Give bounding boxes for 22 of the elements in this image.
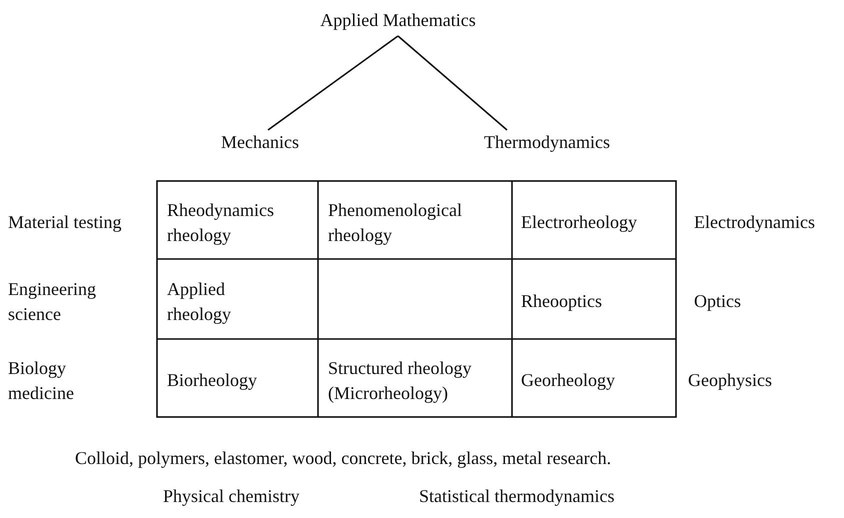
related-discipline: Electrodynamics xyxy=(694,211,815,234)
rheology-field-name: Phenomenological rheology xyxy=(328,199,463,247)
branch-heading: Thermodynamics xyxy=(484,132,610,152)
rheology-field-name: Biorheology xyxy=(167,369,257,392)
rheology-field-name: Structured rheology (Microrheology) xyxy=(328,357,472,405)
rheology-field-name: Georheology xyxy=(521,369,615,392)
connector-line xyxy=(268,35,398,131)
row-category: Biology medicine xyxy=(8,357,75,405)
materials-note: Colloid, polymers, elastomer, wood, concrete, brick, glass, metal research. xyxy=(75,447,612,470)
branch-heading: Mechanics xyxy=(221,132,299,152)
foundation-discipline: Physical chemistry xyxy=(163,485,300,508)
foundation-discipline: Statistical thermodynamics xyxy=(419,485,614,508)
rheology-field-name: Electrorheology xyxy=(521,211,637,234)
connector-line xyxy=(397,35,508,131)
related-discipline: Geophysics xyxy=(688,369,772,392)
rheology-field-name: Applied rheology xyxy=(167,278,232,326)
rheology-field-name: Rheodynamics rheology xyxy=(167,199,275,247)
root-heading: Applied Mathematics xyxy=(320,10,476,30)
row-category: Engineering science xyxy=(8,278,97,326)
row-category: Material testing xyxy=(8,211,122,234)
related-discipline: Optics xyxy=(694,290,741,313)
rheology-field-name: Rheooptics xyxy=(521,290,602,313)
